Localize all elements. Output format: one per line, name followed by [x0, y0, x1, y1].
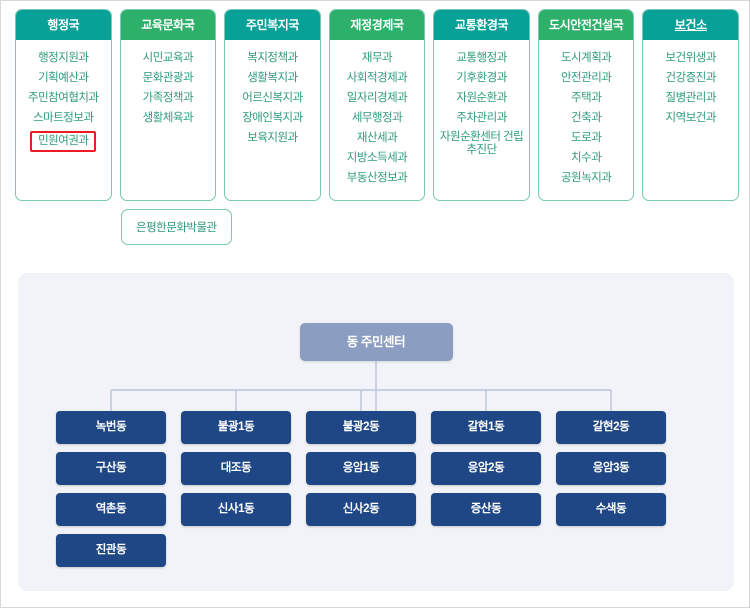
dong-box[interactable]: 구산동	[56, 452, 166, 485]
dong-box[interactable]: 진관동	[56, 534, 166, 567]
department-item[interactable]: 시민교육과	[142, 52, 194, 64]
dong-box[interactable]: 대조동	[181, 452, 291, 485]
department-item[interactable]: 장애인복지과	[242, 112, 303, 124]
department-item[interactable]: 어르신복지과	[242, 92, 303, 104]
dong-box[interactable]: 응암1동	[306, 452, 416, 485]
department-item[interactable]: 문화관광과	[142, 72, 194, 84]
department-item[interactable]: 세무행정과	[351, 112, 403, 124]
department-item[interactable]: 치수과	[571, 152, 602, 164]
department-item[interactable]: 질병관리과	[665, 92, 717, 104]
department-item[interactable]: 사회적경제과	[346, 72, 408, 84]
department-item[interactable]: 부동산정보과	[346, 172, 408, 184]
department-item[interactable]: 생활복지과	[247, 72, 298, 84]
bureau-header[interactable]: 보건소	[643, 10, 739, 40]
dong-box[interactable]: 불광1동	[181, 411, 291, 444]
department-item[interactable]: 자원순환과	[456, 92, 507, 104]
department-item[interactable]: 가족정책과	[142, 92, 194, 104]
department-item[interactable]: 지방소득세과	[346, 152, 408, 164]
bureau-header[interactable]: 재정경제국	[329, 10, 425, 40]
museum-row: 은평한문화박물관	[1, 201, 749, 245]
department-item[interactable]: 도로과	[571, 132, 602, 144]
department-item-highlighted[interactable]: 민원여권과	[30, 131, 97, 152]
dong-root-box[interactable]: 동 주민센터	[299, 323, 453, 361]
bureau-header[interactable]: 행정국	[16, 10, 111, 40]
dong-box[interactable]: 갈현2동	[556, 411, 666, 444]
dong-row: 녹번동 불광1동 불광2동 갈현1동 갈현2동	[56, 411, 696, 444]
department-item[interactable]: 안전관리과	[560, 72, 612, 84]
dong-box[interactable]: 수색동	[556, 493, 666, 526]
department-item[interactable]: 건강증진과	[665, 72, 717, 84]
dong-box[interactable]: 녹번동	[56, 411, 166, 444]
department-item[interactable]: 공원녹지과	[560, 172, 612, 184]
department-item[interactable]: 재무과	[361, 52, 393, 64]
dong-box[interactable]: 응암2동	[431, 452, 541, 485]
dong-box[interactable]: 역촌동	[56, 493, 166, 526]
dong-box[interactable]: 신사2동	[306, 493, 416, 526]
department-item[interactable]: 주민참여협치과	[28, 92, 99, 104]
dong-box[interactable]: 갈현1동	[431, 411, 541, 444]
department-item[interactable]: 기획예산과	[38, 72, 89, 84]
dong-box[interactable]: 불광2동	[306, 411, 416, 444]
dong-row: 진관동	[56, 534, 696, 567]
department-item[interactable]: 생활체육과	[142, 112, 194, 124]
department-item[interactable]: 건축과	[571, 112, 602, 124]
department-item[interactable]: 자원순환센터 건립추진단	[439, 131, 524, 156]
department-item[interactable]: 일자리경제과	[346, 92, 408, 104]
museum-box[interactable]: 은평한문화박물관	[121, 209, 232, 245]
bureau-header[interactable]: 교통환경국	[434, 10, 529, 40]
department-item[interactable]: 기후환경과	[456, 72, 507, 84]
department-item[interactable]: 주차관리과	[456, 112, 507, 124]
bureau-header[interactable]: 도시안전건설국	[538, 10, 634, 40]
dong-box[interactable]: 증산동	[431, 493, 541, 526]
dong-row: 구산동 대조동 응암1동 응암2동 응암3동	[56, 452, 696, 485]
department-item[interactable]: 보건위생과	[665, 52, 717, 64]
department-item[interactable]: 재산세과	[356, 132, 398, 144]
dong-box[interactable]: 신사1동	[181, 493, 291, 526]
dong-root-wrap: 동 주민센터	[18, 323, 734, 361]
department-item[interactable]: 복지정책과	[247, 52, 298, 64]
department-item[interactable]: 교통행정과	[456, 52, 507, 64]
bureau-header[interactable]: 교육문화국	[120, 10, 216, 40]
dong-row: 역촌동 신사1동 신사2동 증산동 수색동	[56, 493, 696, 526]
department-item[interactable]: 도시계획과	[560, 52, 612, 64]
department-item[interactable]: 주택과	[571, 92, 602, 104]
department-item[interactable]: 행정지원과	[38, 52, 89, 64]
department-item[interactable]: 지역보건과	[665, 112, 717, 124]
department-item[interactable]: 스마트정보과	[33, 112, 94, 124]
dong-box[interactable]: 응암3동	[556, 452, 666, 485]
department-item[interactable]: 보육지원과	[247, 132, 298, 144]
bureau-header[interactable]: 주민복지국	[225, 10, 320, 40]
